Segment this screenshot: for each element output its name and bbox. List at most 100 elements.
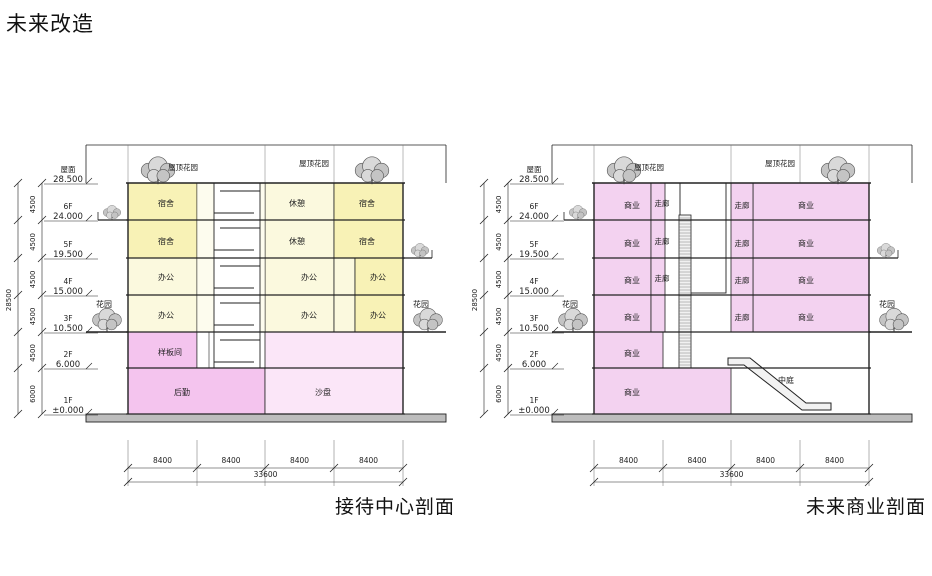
floor-height-dimension: 4500 (29, 233, 37, 251)
office-label: 办公 (158, 310, 174, 320)
left-balcony-tree (103, 205, 121, 220)
tree-canopy (156, 169, 170, 183)
dimension-tick (329, 463, 339, 473)
commerce-label: 商业 (798, 275, 814, 285)
level-elevation: 6.000 (522, 360, 546, 370)
corridor-label: 走廊 (655, 198, 670, 208)
logistics-label: 后勤 (174, 387, 190, 397)
bay-dimension: 8400 (359, 456, 378, 465)
dimension-tick (37, 253, 47, 263)
dimension-tick (503, 363, 513, 373)
floor-height-dimension: 4500 (495, 233, 503, 251)
level-elevation: 15.000 (519, 287, 549, 297)
right-terrace-tree (879, 308, 909, 332)
dimension-tick (503, 327, 513, 337)
level-name: 4F (529, 277, 538, 286)
left-section-caption: 接待中心剖面 (335, 496, 456, 518)
commerce-unit (593, 219, 652, 259)
atrium-escalator (727, 357, 832, 411)
commerce-unit (752, 219, 870, 259)
level-elevation: 19.500 (519, 250, 549, 260)
level-elevation: ±0.000 (518, 406, 549, 416)
commerce-label: 商业 (624, 275, 640, 285)
level-name: 1F (529, 396, 538, 405)
roof-garden-label: 屋顶花园 (168, 162, 198, 172)
total-width-dimension: 33600 (254, 470, 278, 479)
sample-room (127, 331, 198, 369)
level-marker-tick (551, 177, 559, 185)
dimension-tick (123, 463, 133, 473)
commerce-unit (752, 294, 870, 333)
logistics-room (127, 367, 266, 415)
escalator-upper (678, 214, 692, 369)
rest-label: 休憩 (289, 236, 305, 246)
dimension-tick (192, 463, 202, 473)
commerce-label: 商业 (624, 238, 640, 248)
tree-canopy (836, 169, 850, 183)
tree-canopy (577, 211, 585, 219)
dimension-tick (479, 178, 489, 188)
dimension-tick (13, 409, 23, 419)
floor-height-dimension: 4500 (495, 308, 503, 326)
level-elevation: 6.000 (56, 360, 80, 370)
corridor-label: 走廊 (655, 236, 670, 246)
office-label: 办公 (370, 272, 386, 282)
dimension-tick (13, 363, 23, 373)
dorm-room (127, 182, 198, 221)
dorm-label: 宿舍 (359, 236, 375, 246)
bay-dimension: 8400 (619, 456, 638, 465)
level-name: 6F (63, 202, 72, 211)
level-name: 1F (63, 396, 72, 405)
bay-dimension: 8400 (153, 456, 172, 465)
dimension-tick (37, 327, 47, 337)
level-marker-tick (551, 362, 559, 370)
sample-room-label: 样板间 (158, 347, 182, 357)
tree-canopy (622, 169, 636, 183)
roof-tree-left (140, 156, 176, 185)
commerce-label: 商业 (798, 312, 814, 322)
bay-dimension: 8400 (290, 456, 309, 465)
dimension-tick (37, 409, 47, 419)
dorm-label: 宿舍 (158, 236, 174, 246)
level-name: 2F (529, 350, 538, 359)
right-section-caption: 未来商业剖面 (806, 496, 927, 518)
roof-garden-label: 屋顶花园 (634, 162, 664, 172)
roof-tree-right (354, 156, 390, 185)
atrium-label: 中庭 (778, 375, 794, 385)
commerce-unit (593, 257, 652, 296)
dimension-tick (37, 178, 47, 188)
right-terrace-tree (413, 308, 443, 332)
corridor (650, 294, 666, 333)
dorm-room (333, 182, 404, 221)
tree-canopy (370, 169, 384, 183)
reception-center-section: 屋面28.5006F24.0005F19.5004F15.0003F10.500… (5, 144, 447, 487)
level-name: 屋面 (527, 165, 542, 174)
level-marker-tick (551, 289, 559, 297)
dimension-tick (503, 215, 513, 225)
dimension-tick (398, 477, 408, 487)
tree-canopy (419, 249, 427, 257)
level-elevation: 10.500 (519, 324, 549, 334)
dimension-tick (37, 290, 47, 300)
bay-dimension: 8400 (687, 456, 706, 465)
dimension-tick (503, 178, 513, 188)
level-name: 屋面 (61, 165, 76, 174)
level-elevation: 24.000 (519, 212, 549, 222)
tree-canopy (426, 318, 439, 331)
tree-canopy (105, 318, 118, 331)
office-label: 办公 (370, 310, 386, 320)
corridor-label: 走廊 (735, 312, 750, 322)
left-balcony-tree (569, 205, 587, 220)
level-marker-tick (551, 252, 559, 260)
office-room (127, 294, 198, 333)
level-marker-tick (85, 214, 93, 222)
corridor-label: 走廊 (735, 200, 750, 210)
commerce-unit (593, 182, 652, 221)
commerce-unit (593, 331, 664, 369)
commerce-label: 商业 (624, 387, 640, 397)
corridor-label: 走廊 (655, 273, 670, 283)
dimension-tick (503, 253, 513, 263)
roof-garden-label: 屋顶花园 (299, 158, 329, 168)
office-label: 办公 (301, 310, 317, 320)
